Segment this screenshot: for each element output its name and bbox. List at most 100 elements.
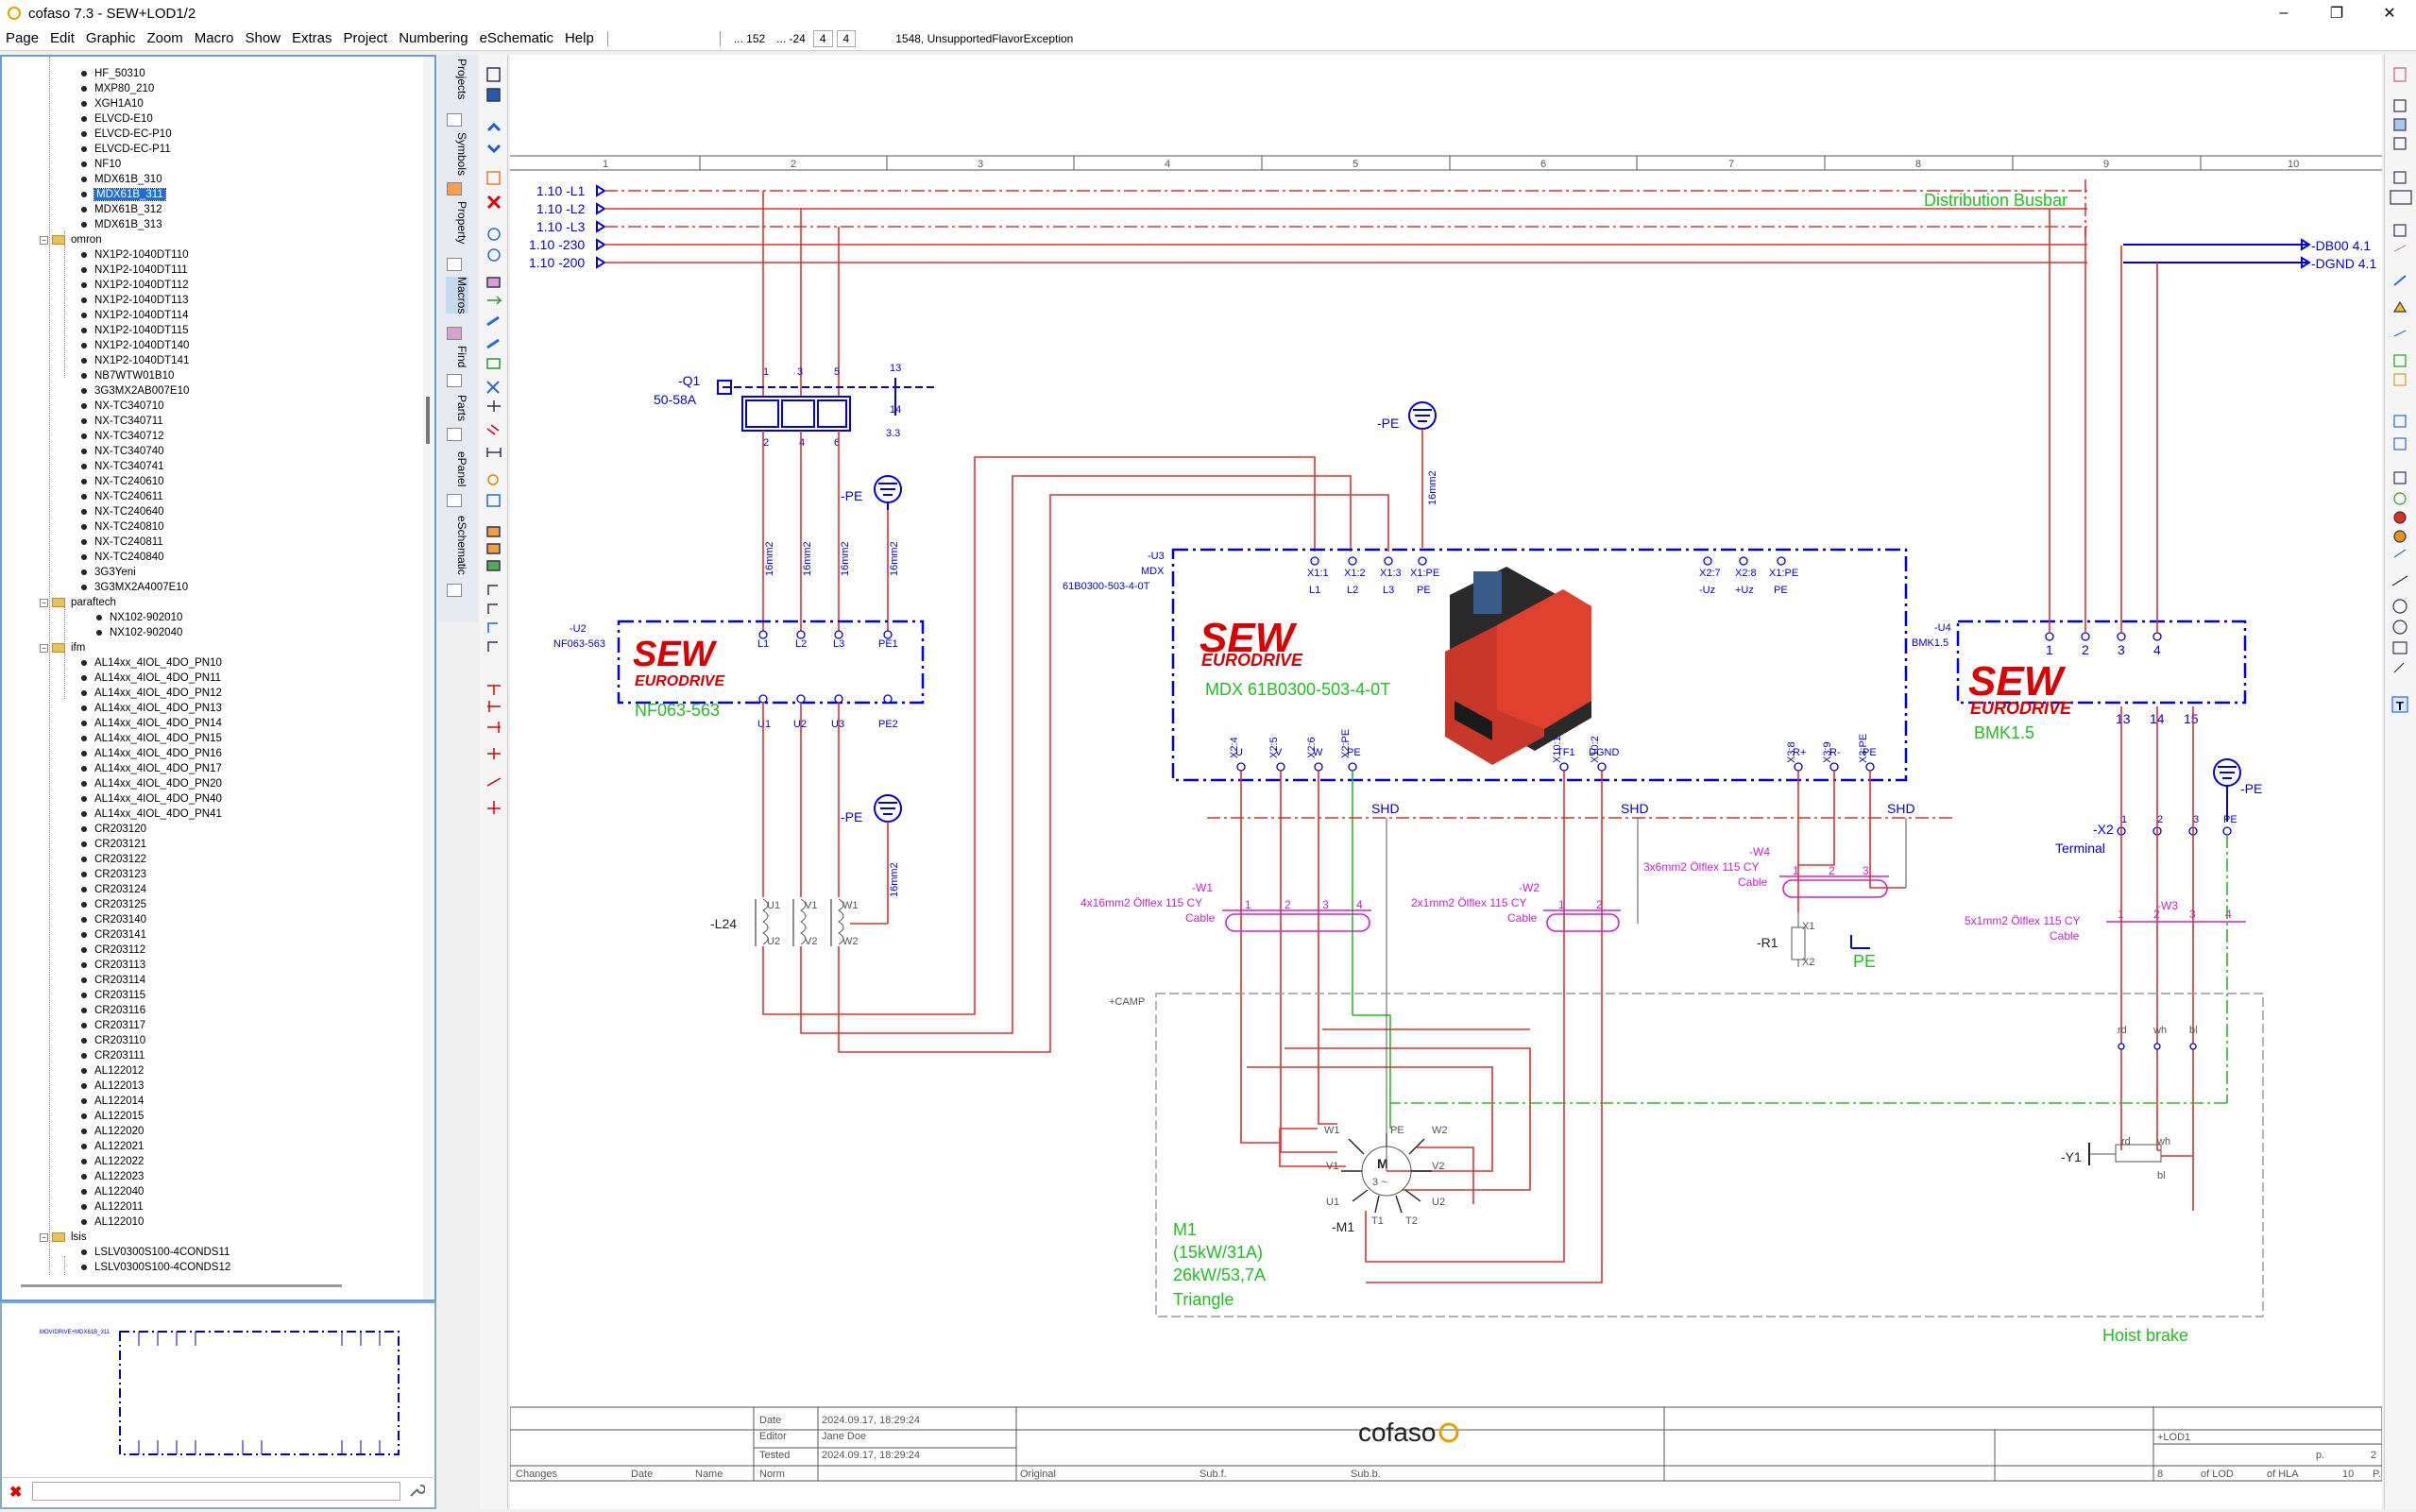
- tree-item[interactable]: MDX61B_312: [81, 202, 162, 217]
- tree-item[interactable]: CR203110: [81, 1033, 145, 1048]
- cross-tool-icon[interactable]: [486, 381, 500, 394]
- wrench-icon[interactable]: [408, 1482, 425, 1499]
- mirror-icon[interactable]: [487, 248, 501, 262]
- tree-folder[interactable]: −paraftech: [40, 595, 116, 610]
- grid-tool-icon[interactable]: [486, 560, 501, 571]
- tree-item[interactable]: MDX61B_310: [81, 172, 162, 187]
- measure-icon[interactable]: [486, 448, 502, 457]
- layer-icon[interactable]: [2393, 437, 2407, 450]
- frame-tool-icon[interactable]: [486, 494, 501, 507]
- collapse-icon[interactable]: −: [40, 643, 48, 653]
- macro-tool-icon[interactable]: [486, 277, 501, 288]
- tree-item[interactable]: NX1P2-1040DT110: [81, 247, 189, 263]
- menu-project[interactable]: Project: [343, 30, 388, 46]
- tree-item[interactable]: AL14xx_4IOL_4DO_PN20: [81, 776, 222, 791]
- copy-icon[interactable]: [2393, 99, 2407, 112]
- menu-graphic[interactable]: Graphic: [85, 30, 136, 46]
- tree-folder[interactable]: −lsis: [40, 1230, 87, 1245]
- menu-macro[interactable]: Macro: [194, 30, 234, 46]
- motor-m1[interactable]: M 3 ~ W1 PE W2 V1 V2 U1 U2 T1 T2 -M1 M1 …: [1173, 1125, 1448, 1309]
- terminal-x2[interactable]: -X2 Terminal 1 2 3 PE: [1390, 706, 2237, 1211]
- diag-wire-icon[interactable]: [486, 777, 502, 787]
- cut-icon[interactable]: [2393, 415, 2407, 428]
- cross-junction-icon[interactable]: [487, 748, 501, 759]
- tree-item[interactable]: NX-TC240640: [81, 504, 164, 519]
- tree-item[interactable]: LSLV0300S100-4CONDS12: [81, 1260, 230, 1275]
- menu-zoom[interactable]: Zoom: [146, 30, 183, 46]
- grid-a-field[interactable]: 4: [812, 29, 833, 47]
- tree-item[interactable]: NB7WTW01B10: [81, 368, 174, 383]
- minimize-button[interactable]: –: [2279, 5, 2288, 21]
- u2-filter[interactable]: -U2 NF063-563 SEW EURODRIVE NF063-563 L1…: [553, 620, 925, 730]
- rss-icon[interactable]: [486, 171, 501, 185]
- tree-item[interactable]: AL14xx_4IOL_4DO_PN41: [81, 807, 222, 822]
- menu-page[interactable]: Page: [6, 30, 40, 46]
- tree-item[interactable]: XGH1A10: [81, 96, 144, 111]
- tree-item[interactable]: NX102-902040: [96, 625, 182, 640]
- tree-item[interactable]: NX102-902010: [96, 610, 182, 625]
- corner-tr-icon[interactable]: [487, 603, 498, 614]
- tree-item[interactable]: ELVCD-EC-P11: [81, 142, 171, 157]
- tab-projects[interactable]: Projects: [455, 59, 468, 100]
- tree-item[interactable]: NF10: [81, 157, 121, 172]
- tree-scrollbar[interactable]: [423, 57, 434, 1300]
- tree-item[interactable]: NX-TC240811: [81, 535, 163, 550]
- tree-item[interactable]: AL122015: [81, 1109, 144, 1124]
- command-input[interactable]: [32, 1482, 400, 1501]
- cable-w3[interactable]: -W3 5x1mm2 Ölflex 115 CY Cable 1 2 3 4: [1965, 899, 2246, 943]
- tree-item[interactable]: NX-TC340741: [81, 459, 164, 474]
- u4-brake-rectifier[interactable]: -U4 BMK1.5 SEW EURODRIVE BMK1.5 1 2 3 4 …: [1912, 620, 2247, 742]
- tab-epanel[interactable]: ePanel: [455, 451, 468, 487]
- maximize-button[interactable]: ❐: [2329, 6, 2344, 22]
- corner-bl-icon[interactable]: [487, 622, 498, 633]
- corner-br-icon[interactable]: [487, 641, 498, 652]
- arrow-tool-icon[interactable]: [487, 296, 502, 305]
- tree-item[interactable]: NX1P2-1040DT113: [81, 293, 189, 308]
- tree-item[interactable]: NX1P2-1040DT141: [81, 353, 189, 368]
- window-icon[interactable]: [2393, 118, 2407, 131]
- tab-parts[interactable]: Parts: [455, 395, 468, 422]
- tree-scroll-thumb[interactable]: [426, 397, 430, 444]
- tab-find[interactable]: Find: [455, 346, 468, 368]
- tree-item[interactable]: CR203115: [81, 988, 145, 1003]
- tree-item[interactable]: AL122012: [81, 1063, 144, 1079]
- tree-item[interactable]: NX-TC340740: [81, 444, 164, 459]
- print-icon[interactable]: [2393, 137, 2407, 150]
- tree-item[interactable]: NX1P2-1040DT140: [81, 338, 189, 353]
- zoom-icon[interactable]: [487, 474, 499, 485]
- close-button[interactable]: ✕: [2383, 6, 2396, 22]
- rotate-icon[interactable]: [487, 228, 501, 241]
- q1-breaker[interactable]: -Q1 50-58A 1 3 5 2 4 6 13 14 3.3: [654, 191, 935, 449]
- doc-icon[interactable]: [2393, 67, 2407, 82]
- cable-w4[interactable]: -W4 3x6mm2 Ölflex 115 CY Cable 1 2 3: [1643, 845, 1889, 898]
- line-tool-icon[interactable]: [486, 424, 500, 435]
- schematic-drawing[interactable]: .b { stroke: #0000e0; fill: none; stroke…: [509, 55, 2383, 1509]
- tree-item[interactable]: CR203111: [81, 1048, 145, 1063]
- tree-item[interactable]: AL14xx_4IOL_4DO_PN10: [81, 655, 222, 671]
- lock-icon[interactable]: [2393, 171, 2407, 184]
- tree-item[interactable]: NX-TC240840: [81, 550, 164, 565]
- tree-item[interactable]: NX-TC340710: [81, 399, 164, 414]
- menu-eschematic[interactable]: eSchematic: [479, 30, 553, 46]
- page-icon[interactable]: [2393, 224, 2407, 237]
- menu-numbering[interactable]: Numbering: [399, 30, 468, 46]
- tree-item[interactable]: CR203122: [81, 852, 146, 867]
- edit-icon[interactable]: [2393, 275, 2407, 286]
- tree-item[interactable]: ELVCD-EC-P10: [81, 127, 172, 142]
- line-draw-icon[interactable]: [2391, 575, 2408, 586]
- tree-item[interactable]: 3G3MX2AB007E10: [81, 383, 189, 399]
- brush-icon[interactable]: [2393, 245, 2407, 252]
- tree-item[interactable]: AL122011: [81, 1199, 144, 1215]
- cable-w1[interactable]: -W1 4x16mm2 Ölflex 115 CY Cable 1 2 3 4: [1080, 881, 1371, 932]
- rect-draw-icon[interactable]: [2392, 641, 2407, 654]
- tab-macros[interactable]: Macros: [446, 277, 468, 314]
- tree-item[interactable]: AL122013: [81, 1079, 144, 1094]
- t-junction-icon[interactable]: [487, 685, 501, 695]
- tree-item[interactable]: MXP80_210: [81, 81, 154, 96]
- junction-left-icon[interactable]: [487, 701, 501, 712]
- tree-item[interactable]: AL122040: [81, 1184, 144, 1199]
- tree-tool-icon[interactable]: [486, 358, 501, 369]
- tree-item[interactable]: 3G3MX2A4007E10: [81, 580, 188, 595]
- folder-tool-icon[interactable]: [486, 526, 501, 537]
